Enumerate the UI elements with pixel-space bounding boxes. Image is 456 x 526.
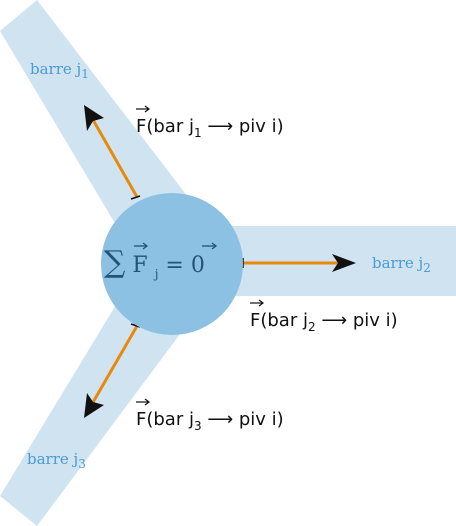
arrowhead-j2	[332, 254, 356, 272]
arrowhead-j3	[84, 393, 104, 418]
force-line-j3	[90, 325, 139, 405]
sum-subscript: j	[153, 267, 159, 281]
force-line-j1	[90, 117, 139, 198]
bar-label-j2: barre j2	[372, 254, 431, 275]
sum-vector-arrows	[134, 242, 218, 250]
svg-text:F(bar j1 ⟶ piv i): F(bar j1 ⟶ piv i)	[136, 116, 284, 140]
sum-vector-f: F	[132, 253, 147, 278]
bar-label-j1: barre j1	[30, 60, 89, 81]
sigma-symbol: ∑	[104, 245, 126, 280]
arrowhead-j1	[84, 105, 104, 131]
force-label-j3: F(bar j3 ⟶ piv i)	[136, 398, 284, 433]
bar-j1	[0, 0, 198, 245]
tick-j1	[130, 195, 141, 200]
pivot-sum-label: ∑ F j = 0	[104, 245, 205, 284]
force-label-j1: F(bar j1 ⟶ piv i)	[136, 105, 284, 140]
bar-label-j3: barre j3	[27, 450, 86, 471]
pivot-circle	[101, 193, 243, 335]
sum-equals: =	[165, 253, 190, 278]
svg-text:F(bar j3 ⟶ piv i): F(bar j3 ⟶ piv i)	[136, 409, 284, 433]
bar-j2	[175, 226, 456, 296]
sum-zero: 0	[191, 253, 205, 278]
svg-text:F(bar j2 ⟶ piv i): F(bar j2 ⟶ piv i)	[250, 310, 398, 334]
force-label-j2: F(bar j2 ⟶ piv i)	[250, 299, 398, 334]
